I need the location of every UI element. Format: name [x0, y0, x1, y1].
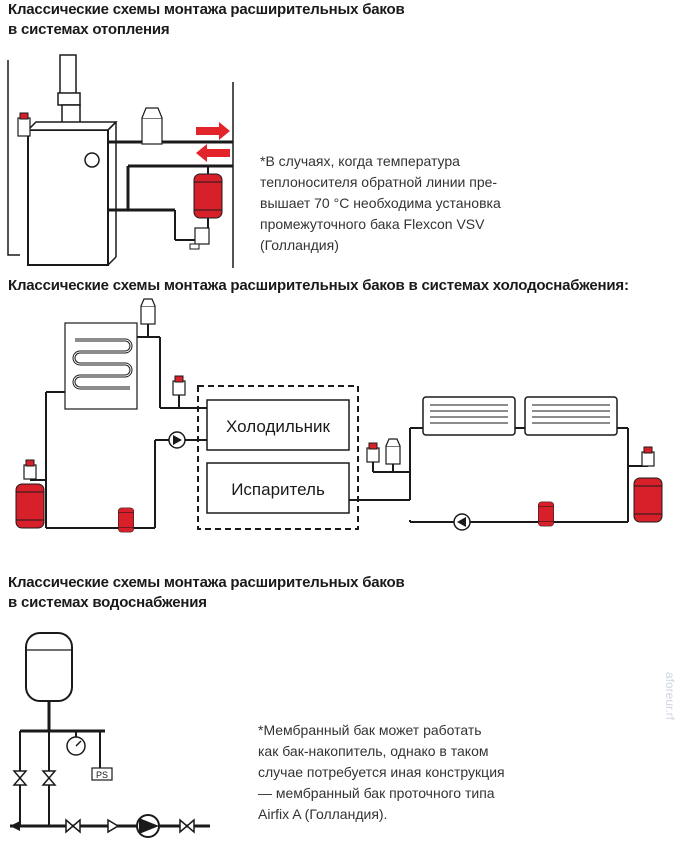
flow-arrow: [10, 821, 20, 831]
cooling-expansion-tank-left: [15, 483, 45, 529]
shutoff-valve-3: [65, 819, 81, 833]
air-vent-right: [385, 445, 401, 465]
shutoff-valve-2: [42, 770, 56, 786]
heating-note: *В случаях, когда температура теплоносит…: [260, 151, 501, 256]
check-valve: [107, 818, 120, 834]
boiler: [27, 129, 109, 266]
fan-coil-unit-1: [422, 396, 516, 436]
boiler-gauge: [84, 152, 100, 168]
cooler-air-vent: [140, 305, 156, 325]
separator-right: [538, 501, 554, 527]
evaporator-box: [206, 462, 350, 514]
cooling-scheme: Холодильник Испаритель: [15, 298, 663, 533]
cooler-label: Холодильник: [226, 417, 330, 436]
chimney-collar: [57, 92, 81, 106]
water-note-line: как бак-накопитель, однако в таком: [258, 743, 489, 759]
tank-valve: [194, 227, 210, 245]
fan-coil-unit-2: [524, 396, 618, 436]
heating-note-line: теплоносителя обратной линии пре-: [260, 174, 498, 190]
water-title-line2: в системах водоснабжения: [8, 594, 207, 611]
water-note: *Мембранный бак может работать как бак-н…: [258, 720, 505, 825]
water-note-line: — мембранный бак проточного типа: [258, 785, 495, 801]
loop-pump-right: [453, 513, 471, 531]
cooling-title: Классические схемы монтажа расширительны…: [8, 276, 629, 296]
heating-title: Классические схемы монтажа расширительны…: [8, 0, 405, 40]
cooling-title-line1: Классические схемы монтажа расширительны…: [8, 277, 629, 294]
water-note-line: *Мембранный бак может работать: [258, 722, 482, 738]
chimney-pipe: [59, 54, 77, 96]
water-membrane-tank: [25, 632, 73, 702]
air-vent: [141, 117, 163, 145]
safety-valve: [172, 380, 186, 396]
return-arrow: [196, 144, 230, 162]
heating-note-line: вышает 70 °С необходима установка: [260, 195, 501, 211]
water-scheme: PS: [10, 632, 210, 838]
evaporator-label: Испаритель: [231, 480, 325, 499]
heating-scheme: [7, 54, 234, 268]
cooler-box: [206, 399, 350, 451]
shutoff-valve-1: [13, 770, 27, 786]
cooling-expansion-tank-right: [633, 477, 663, 523]
dry-cooler: [64, 322, 138, 410]
chiller-enclosure: [197, 385, 359, 530]
pressure-switch-label: PS: [96, 770, 108, 780]
heating-note-line: (Голландия): [260, 237, 339, 253]
shutoff-valve-4: [179, 819, 195, 833]
heating-note-line: *В случаях, когда температура: [260, 153, 460, 169]
supply-arrow: [196, 122, 230, 140]
separator-left: [118, 507, 134, 533]
heating-title-line2: в системах отопления: [8, 21, 170, 38]
safety-valve-right: [366, 447, 380, 463]
heating-expansion-tank: [193, 173, 223, 219]
pressure-switch: [91, 767, 113, 781]
water-note-line: Airfix A (Голландия).: [258, 806, 388, 822]
water-note-line: случае потребуется иная конструкция: [258, 764, 505, 780]
chiller-pump: [168, 431, 186, 449]
heating-title-line1: Классические схемы монтажа расширительны…: [8, 1, 405, 18]
water-title: Классические схемы монтажа расширительны…: [8, 573, 405, 613]
heating-note-line: промежуточного бака Flexcon VSV: [260, 216, 485, 232]
water-title-line1: Классические схемы монтажа расширительны…: [8, 574, 405, 591]
